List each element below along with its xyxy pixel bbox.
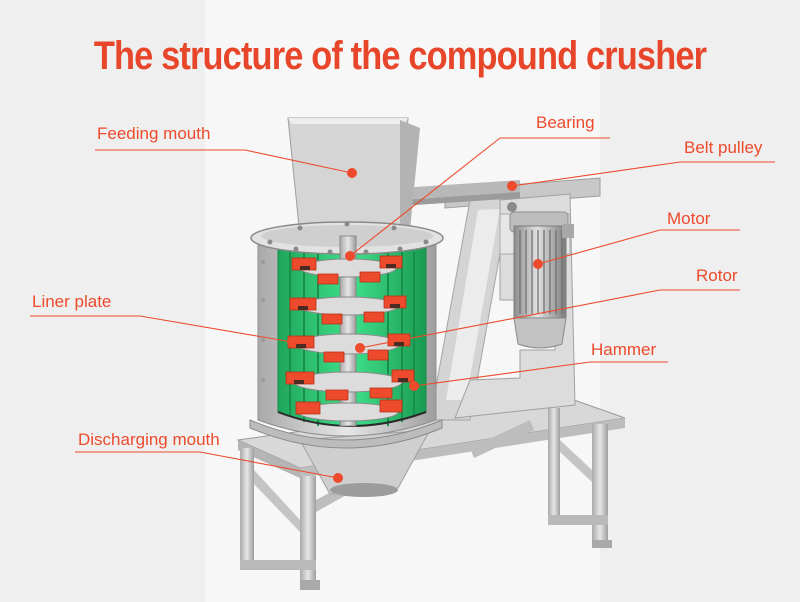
belt-cover [400, 180, 520, 206]
label-belt-pulley: Belt pulley [684, 138, 763, 157]
feed-hopper [287, 117, 420, 237]
label-discharging-mouth: Discharging mouth [78, 430, 220, 449]
label-hammer: Hammer [591, 340, 657, 359]
label-feeding-mouth: Feeding mouth [97, 124, 211, 143]
label-liner-plate: Liner plate [32, 292, 112, 311]
leader-dots [287, 168, 543, 483]
label-motor: Motor [667, 209, 711, 228]
label-rotor: Rotor [696, 266, 738, 285]
rotor-assembly [285, 235, 415, 427]
leader-lines [30, 137, 775, 479]
page-title: The structure of the compound crusher [93, 34, 707, 78]
label-bearing: Bearing [536, 113, 595, 132]
motor [509, 211, 574, 349]
